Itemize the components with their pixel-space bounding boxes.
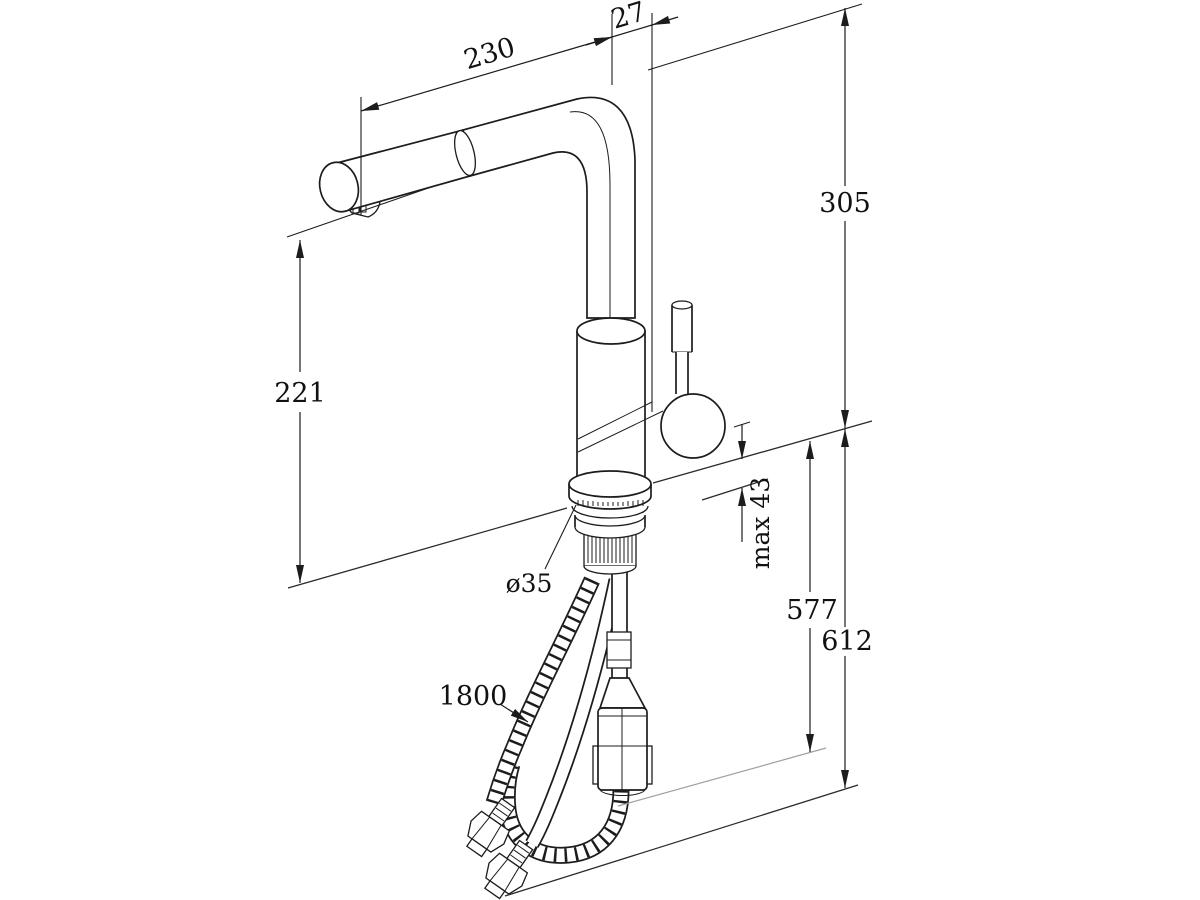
dim-label-outlet-height: 221 xyxy=(274,378,326,409)
braided-spray-hose xyxy=(485,576,600,806)
hose-hex-connector-1 xyxy=(465,797,516,858)
deck-underside-line xyxy=(701,478,769,501)
pullout-hose-loop xyxy=(498,761,630,864)
spout xyxy=(462,96,636,328)
hose-weight xyxy=(592,677,653,797)
faucet-illustration xyxy=(318,96,726,900)
faucet-body xyxy=(576,317,664,480)
dimension-305: 305 xyxy=(819,8,871,428)
hose-end-line xyxy=(504,784,859,897)
dim-label-spout-reach: 230 xyxy=(460,32,518,76)
top-extension-line xyxy=(647,3,863,71)
outlet-extension-line xyxy=(286,184,438,238)
thread-ring xyxy=(571,498,649,519)
dim-label-hose-length: 1800 xyxy=(439,681,508,712)
supply-hose-smooth xyxy=(525,578,624,848)
dimension-221: 221 xyxy=(274,240,326,583)
handle-ball xyxy=(660,393,726,459)
dimension-612: 612 xyxy=(821,429,873,788)
dim-label-deck-thickness: max 43 xyxy=(746,477,775,569)
pullout-tube xyxy=(606,560,632,700)
hose-level-line xyxy=(617,747,827,807)
dimension-max-43: max 43 xyxy=(733,421,775,569)
lock-nut xyxy=(574,514,646,539)
dim-label-depth-hose-level: 577 xyxy=(786,595,838,626)
dim-label-height-above-deck: 305 xyxy=(819,188,871,219)
deck-line-right xyxy=(652,420,873,484)
pullout-spray-head xyxy=(318,128,477,218)
dim-label-spout-offset: 27 xyxy=(608,0,650,36)
dimension-hose-length: 1800 xyxy=(439,681,529,723)
dim-label-hole-diameter: ø35 xyxy=(506,569,553,598)
dimension-577: 577 xyxy=(786,441,838,752)
base-flange xyxy=(568,470,652,510)
dimension-hole-diameter: ø35 xyxy=(506,504,577,598)
hose-hex-connector-2 xyxy=(483,839,534,900)
dim-label-total-depth: 612 xyxy=(821,626,873,657)
handle xyxy=(660,300,726,459)
reference-lines xyxy=(286,3,873,897)
deck-line-left xyxy=(287,507,568,589)
